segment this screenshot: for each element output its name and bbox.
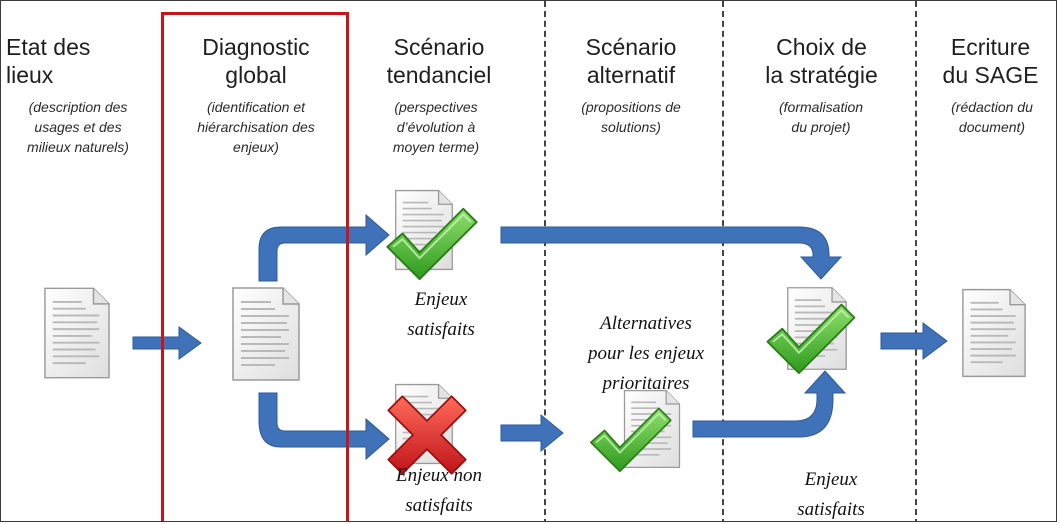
- phase-desc-scenario-alternatif: (propositions de solutions): [561, 97, 701, 137]
- caption-line: prioritaires: [602, 373, 690, 394]
- separator-line: [544, 1, 546, 521]
- arrow-to-strategy: [692, 370, 847, 438]
- separator-line: [915, 1, 917, 521]
- arrow-branch-down: [258, 392, 390, 461]
- desc-line: enjeux): [233, 139, 279, 155]
- phase-title-scenario-alternatif: Scénario alternatif: [566, 33, 696, 89]
- desc-line: d’évolution à: [396, 119, 476, 135]
- phase-desc-scenario-tendanciel: (perspectives d’évolution à moyen terme): [371, 97, 501, 157]
- desc-line: usages et des: [34, 119, 122, 135]
- caption-line: pour les enjeux: [587, 343, 705, 364]
- caption-alternatives: Alternatives pour les enjeux prioritaire…: [566, 309, 726, 399]
- arrow-to-strategy: [500, 226, 843, 280]
- title-line: Scénario: [393, 34, 485, 60]
- caption-enjeux-satisfaits-final: Enjeux satisfaits: [771, 465, 891, 521]
- phase-title-etat-des-lieux: Etat des lieux: [6, 33, 136, 89]
- title-line: global: [225, 62, 287, 88]
- caption-line: Alternatives: [600, 313, 692, 334]
- title-line: Etat des: [6, 34, 91, 60]
- caption-enjeux-non-satisfaits: Enjeux non satisfaits: [369, 461, 509, 521]
- document-icon: [43, 287, 111, 379]
- desc-line: (propositions de: [581, 99, 681, 115]
- desc-line: solutions): [601, 119, 661, 135]
- title-line: Diagnostic: [202, 34, 310, 60]
- caption-line: Enjeux: [804, 469, 858, 490]
- phase-desc-etat-des-lieux: (description des usages et des milieux n…: [3, 97, 153, 157]
- caption-line: satisfaits: [797, 499, 865, 520]
- desc-line: (formalisation: [778, 99, 864, 115]
- title-line: lieux: [6, 62, 54, 88]
- phase-title-scenario-tendanciel: Scénario tendanciel: [369, 33, 509, 89]
- phase-desc-choix-strategie: (formalisation du projet): [751, 97, 891, 137]
- caption-line: Enjeux non: [395, 465, 482, 486]
- desc-line: (description des: [28, 99, 128, 115]
- phase-desc-ecriture-sage: (rédaction du document): [927, 97, 1056, 137]
- title-line: la stratégie: [765, 62, 878, 88]
- desc-line: du projet): [791, 119, 851, 135]
- desc-line: milieux naturels): [27, 139, 129, 155]
- desc-line: (perspectives: [394, 99, 478, 115]
- highlight-box-diagnostic: [161, 12, 349, 521]
- caption-line: satisfaits: [407, 319, 475, 340]
- document-icon: [961, 288, 1027, 378]
- title-line: alternatif: [586, 62, 676, 88]
- caption-line: Enjeux: [414, 289, 468, 310]
- caption-enjeux-satisfaits: Enjeux satisfaits: [381, 285, 501, 345]
- title-line: Ecriture: [950, 34, 1031, 60]
- arrow-branch-up: [258, 213, 390, 282]
- desc-line: document): [958, 119, 1026, 135]
- desc-line: hiérarchisation des: [197, 119, 315, 135]
- arrow-right: [132, 326, 202, 360]
- title-line: du SAGE: [942, 62, 1039, 88]
- title-line: Choix de: [776, 34, 867, 60]
- phase-desc-diagnostic-global: (identification et hiérarchisation des e…: [176, 97, 336, 157]
- desc-line: moyen terme): [392, 139, 480, 155]
- arrow-right: [500, 413, 564, 453]
- desc-line: (rédaction du: [951, 99, 1033, 115]
- desc-line: (identification et: [206, 99, 306, 115]
- caption-line: satisfaits: [405, 495, 473, 516]
- title-line: tendanciel: [386, 62, 492, 88]
- phase-title-diagnostic-global: Diagnostic global: [176, 33, 336, 89]
- title-line: Scénario: [585, 34, 677, 60]
- phase-title-ecriture-sage: Ecriture du SAGE: [923, 33, 1056, 89]
- separator-line: [722, 1, 724, 521]
- phase-title-choix-strategie: Choix de la stratégie: [744, 33, 899, 89]
- arrow-right: [880, 322, 948, 360]
